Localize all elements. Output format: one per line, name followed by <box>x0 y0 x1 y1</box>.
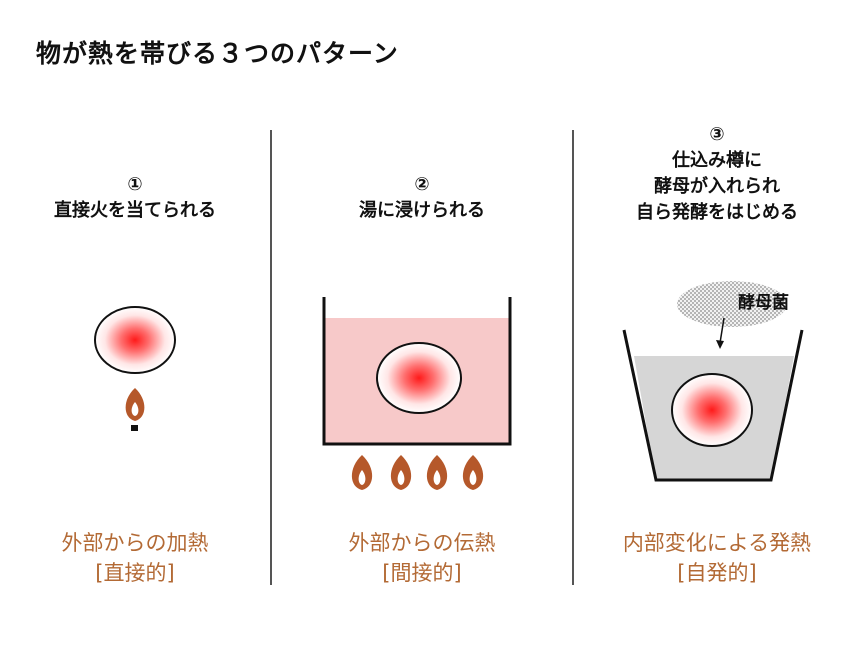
panel-caption: 外部からの加熱 [直接的] <box>0 528 270 588</box>
panel-heading: ② 湯に浸けられる <box>272 172 572 224</box>
panel-number: ② <box>414 174 430 195</box>
panel-heading: ③ 仕込み樽に 酵母が入れられ 自ら発酵をはじめる <box>574 122 860 226</box>
pot <box>322 297 512 446</box>
flame-icon <box>426 455 448 490</box>
caption-sub: [間接的] <box>382 561 462 585</box>
panel-caption: 外部からの伝熱 [間接的] <box>272 528 572 588</box>
direct-fire-illustration <box>94 306 176 431</box>
caption-main: 外部からの伝熱 <box>348 531 496 555</box>
burner-icon <box>131 425 138 431</box>
panel-heading-line: 仕込み樽に <box>672 150 762 171</box>
caption-main: 内部変化による発熱 <box>622 531 812 555</box>
panel-heading: ① 直接火を当てられる <box>0 172 270 224</box>
hot-water-illustration <box>322 297 512 490</box>
flame-icon <box>351 455 373 490</box>
panel-fermentation: ③ 仕込み樽に 酵母が入れられ 自ら発酵をはじめる 酵母菌 内部変化による発熱 <box>574 0 860 645</box>
flame-icon <box>390 455 412 490</box>
flame-icon <box>462 455 484 490</box>
yeast-cloud <box>677 281 787 327</box>
heated-object <box>94 306 176 374</box>
panel-direct-fire: ① 直接火を当てられる 外部からの加熱 [直接的] <box>0 0 270 645</box>
barrel <box>622 329 804 482</box>
panel-hot-water: ② 湯に浸けられる <box>272 0 572 645</box>
panel-heading-line: 酵母が入れられ <box>654 176 780 197</box>
panel-number: ① <box>127 174 143 195</box>
panel-heading-line: 湯に浸けられる <box>359 200 485 221</box>
flame-icons <box>351 455 484 490</box>
yeast-label: 酵母菌 <box>738 293 789 313</box>
divider-right <box>572 130 574 585</box>
panel-heading-line: 自ら発酵をはじめる <box>636 202 798 223</box>
panel-caption: 内部変化による発熱 [自発的] <box>574 528 860 588</box>
fermentation-illustration <box>622 281 804 482</box>
panel-heading-line: 直接火を当てられる <box>54 200 216 221</box>
caption-main: 外部からの加熱 <box>61 531 209 555</box>
heated-object <box>671 373 753 447</box>
page-title: 物が熱を帯びる３つのパターン <box>36 39 399 68</box>
panel-number: ③ <box>709 124 725 145</box>
heated-object <box>376 342 462 414</box>
divider-left <box>270 130 272 585</box>
caption-sub: [自発的] <box>677 561 757 585</box>
yeast-arrow <box>719 317 725 344</box>
caption-sub: [直接的] <box>95 561 175 585</box>
